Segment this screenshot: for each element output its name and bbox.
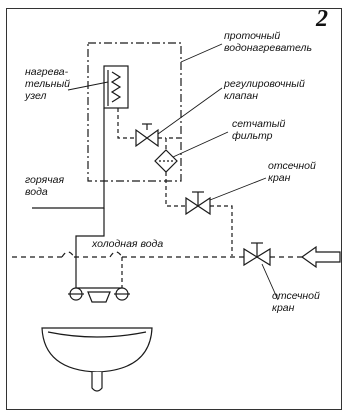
- label-heating-unit: нагрева- тельный узел: [25, 66, 71, 102]
- label-cold-water: холодная вода: [92, 238, 164, 250]
- washbasin-symbol: [41, 327, 153, 392]
- label-heater: проточный водонагреватель: [224, 30, 312, 54]
- internal-cold-pipe: [117, 108, 136, 139]
- label-regulating-valve: регулировочный клапан: [224, 78, 305, 102]
- leader-lines: [32, 43, 279, 301]
- mesh-filter-symbol: [154, 149, 178, 173]
- label-hot-water: горячая вода: [25, 174, 65, 198]
- label-shutoff-valve-bottom: отсечной кран: [272, 290, 320, 314]
- shutoff-valve-top-symbol: [185, 191, 211, 216]
- label-shutoff-valve-top: отсечной кран: [268, 160, 316, 184]
- figure-number: 2: [316, 6, 328, 32]
- heater-housing: [87, 42, 182, 182]
- faucet-symbol: [68, 287, 130, 303]
- heating-element: [103, 65, 129, 109]
- shutoff-valve-bottom-symbol: [243, 242, 271, 267]
- inlet-arrow: [300, 245, 341, 269]
- regulating-valve-symbol: [135, 123, 159, 148]
- label-mesh-filter: сетчатый фильтр: [232, 118, 286, 142]
